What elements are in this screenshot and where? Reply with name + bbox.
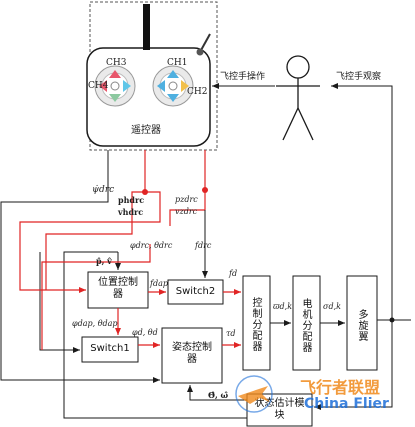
pilot-operate-label: 飞控手操作: [220, 72, 266, 82]
state-estimator-block: [246, 393, 313, 427]
phi-theta-d-label: φd, θd: [132, 328, 158, 337]
sigma-dk-label: σd,k: [323, 302, 341, 311]
multirotor-block: [346, 275, 378, 371]
f-dap-label: fdap: [150, 279, 168, 288]
attitude-controller-block: [161, 327, 223, 384]
v-h-drc-label: vhdrc: [118, 207, 144, 217]
p-v-hat-label: p̂, v̂: [96, 256, 112, 266]
position-controller-block: [87, 271, 149, 309]
motor-allocator-block: [292, 275, 321, 371]
varpi-dk-label: ϖd,k: [273, 302, 293, 311]
motor-allocator-label: 电机分配器: [300, 297, 311, 353]
switch1-label: Switch1: [90, 343, 130, 354]
attitude-controller-label: 姿态控制器: [172, 342, 212, 365]
multirotor-label: 多旋翼: [356, 308, 367, 342]
psi-drc-label: ψ̇drc: [92, 185, 115, 195]
f-drc-label: fdrc: [195, 241, 212, 250]
theta-omega-hat-label: Θ̂, ω̂: [208, 390, 229, 400]
right-stick-icon: [152, 65, 194, 107]
p-h-drc-label: phdrc: [118, 195, 145, 205]
watermark-cn: 飞行者联盟: [300, 378, 381, 397]
v-z-drc-label: vzdrc: [175, 207, 198, 216]
control-allocator-label: 控制分配器: [250, 296, 261, 352]
left-stick-icon: [94, 65, 136, 107]
switch2-label: Switch2: [175, 286, 216, 297]
p-z-drc-label: pzdrc: [175, 195, 198, 204]
control-allocator-block: [242, 275, 271, 371]
remote-controller-label: 遥控器: [131, 125, 161, 136]
phi-theta-dap-label: φdap, θdap: [72, 319, 118, 328]
watermark-logo: 飞行者联盟 China Flier: [232, 372, 412, 416]
position-controller-label: 位置控制器: [98, 277, 138, 300]
antenna: [143, 4, 150, 50]
ch3-label: CH3: [106, 58, 127, 68]
tau-d-label: τd: [226, 329, 236, 338]
ch4-label: CH4: [88, 81, 109, 91]
pilot-figure-icon: [276, 55, 320, 141]
plane-icon: [235, 375, 273, 413]
ch1-label: CH1: [167, 58, 188, 68]
ch2-label: CH2: [187, 87, 208, 97]
phi-theta-drc-label: φdrc, θdrc: [130, 241, 173, 250]
pilot-observe-label: 飞控手观察: [336, 72, 382, 82]
switch2-block: [167, 279, 224, 305]
state-estimator-label: 状态估计模块: [254, 398, 305, 421]
switch1-block: [81, 336, 139, 363]
f-d-label: fd: [229, 269, 238, 278]
watermark-en: China Flier: [304, 396, 389, 412]
